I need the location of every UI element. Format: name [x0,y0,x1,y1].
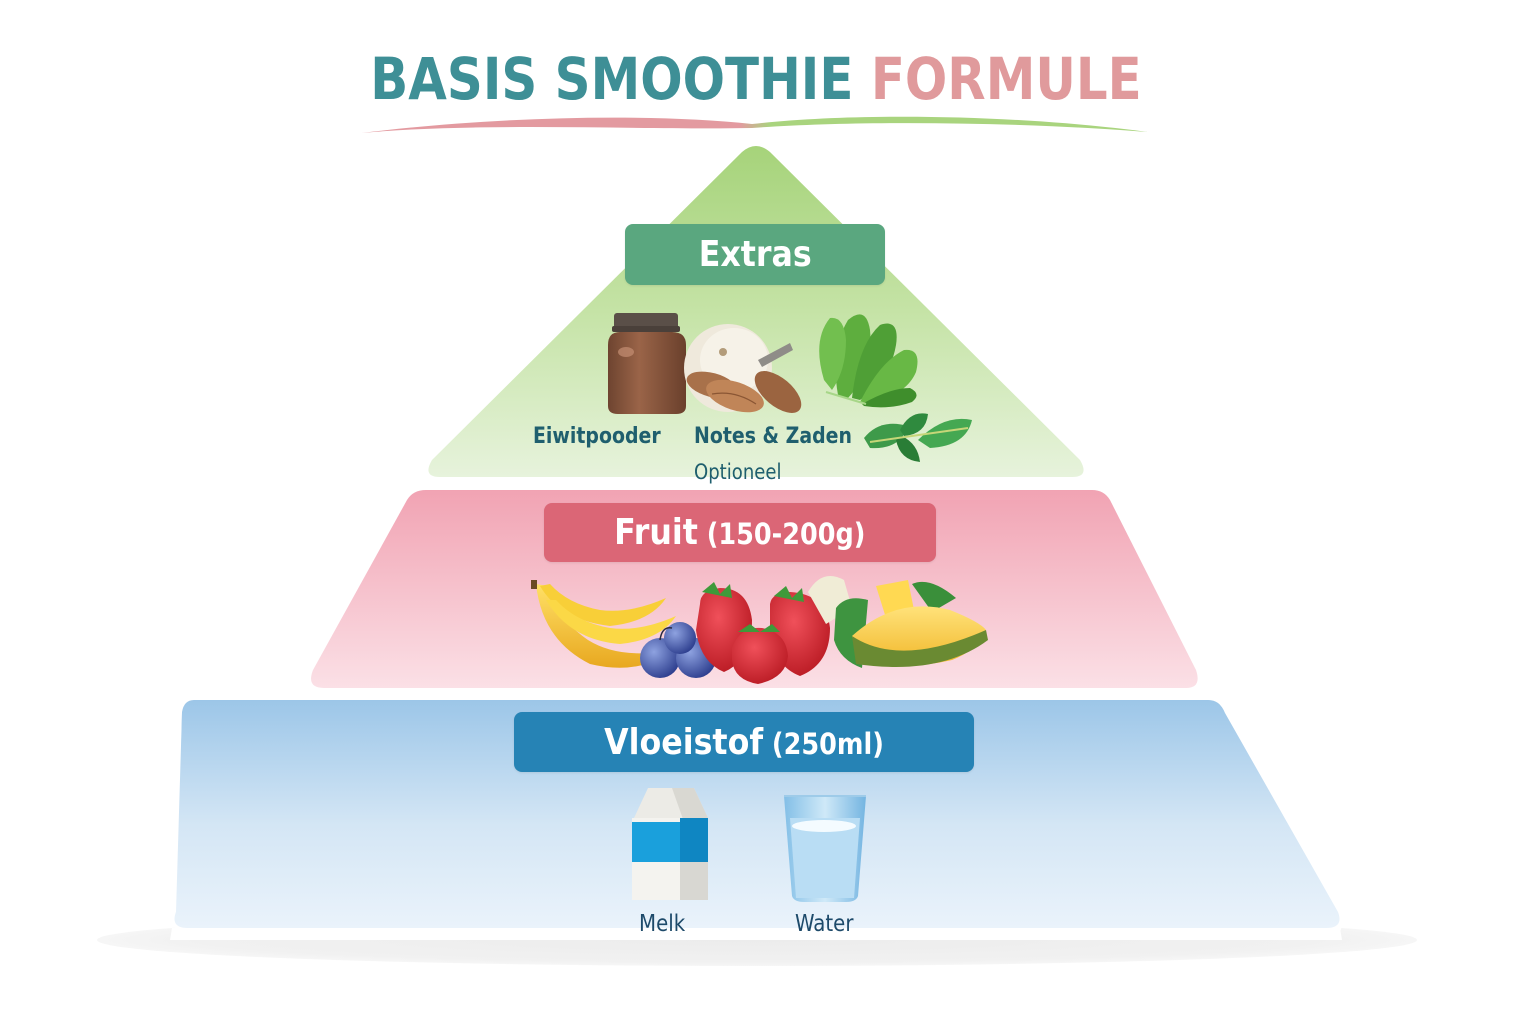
tier-label-fruit-amount: (150-200g) [706,517,866,551]
title-part-basis-smoothie: BASIS SMOOTHIE [370,45,854,113]
water-glass-icon [784,795,866,902]
tier-label-liquid: Vloeistof(250ml) [514,712,974,772]
banana-icon [531,580,676,668]
tier-liquid-fill [174,700,1340,928]
caption-optioneel: Optioneel [694,460,782,484]
tier-extras-shape [428,146,1084,477]
tier-label-fruit: Fruit(150-200g) [544,503,936,562]
caption-eiwitpooder: Eiwitpooder [533,424,661,449]
tier-label-extras: Extras [625,224,885,285]
nuts-seeds-icon [684,324,802,413]
caption-melk: Melk [639,911,686,937]
page-title: BASIS SMOOTHIE FORMULE [106,44,1406,114]
leaves-icon [864,413,972,462]
tier-label-extras-text: Extras [698,234,812,275]
spinach-icon [819,314,918,408]
protein-jar-icon [608,313,686,414]
tier-label-liquid-amount: (250ml) [771,726,884,761]
caption-notes-zaden: Notes & Zaden [694,424,852,449]
pineapple-icon [808,576,988,668]
title-part-formule: FORMULE [870,45,1142,113]
tier-label-liquid-text: Vloeistof [604,721,764,763]
caption-water: Water [795,911,854,937]
strawberry-icon [696,582,830,684]
blueberry-icon [640,622,716,678]
milk-carton-icon [632,788,708,900]
tier-label-fruit-text: Fruit [614,512,699,553]
title-underline-swoosh [362,116,1148,133]
